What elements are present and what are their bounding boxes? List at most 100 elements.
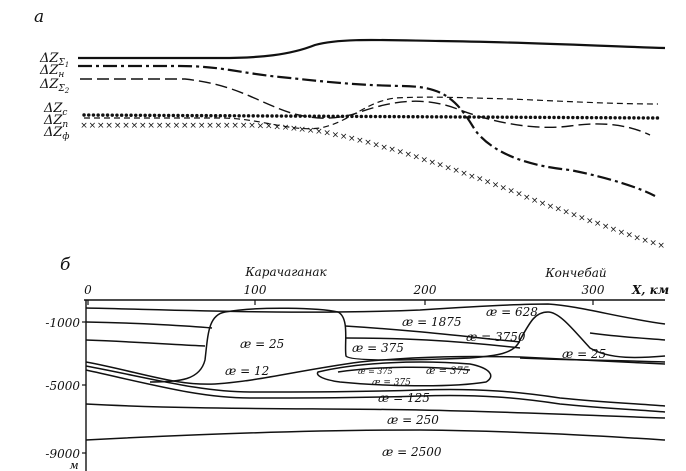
cross-mark: ×	[562, 208, 570, 218]
cross-mark: ×	[405, 150, 413, 160]
cross-mark: ×	[364, 138, 372, 148]
cross-mark: ×	[657, 241, 665, 251]
cross-mark: ×	[265, 122, 273, 132]
x-tick-200: 200	[413, 283, 437, 297]
label-dome-right-25: æ = 25	[562, 347, 606, 361]
cross-mark: ×	[290, 124, 298, 134]
curve-dz-p	[84, 96, 659, 130]
curve-dz-c	[82, 113, 662, 120]
cross-mark: ×	[500, 184, 508, 194]
cross-mark: ×	[388, 145, 396, 155]
cross-mark: ×	[452, 166, 460, 176]
label-3750: æ = 3750	[466, 330, 526, 344]
cross-mark: ×	[555, 205, 563, 215]
cross-mark: ×	[156, 121, 164, 131]
boundary-upper-3	[85, 339, 206, 347]
cross-mark: ×	[105, 121, 113, 131]
x-tick-300: 300	[582, 283, 605, 297]
cross-mark: ×	[413, 153, 421, 163]
cross-mark: ×	[307, 126, 315, 136]
cross-mark: ×	[97, 121, 105, 131]
label-12: æ = 12	[225, 364, 269, 378]
cross-mark: ×	[122, 121, 130, 131]
curve-dz-sigma1	[78, 38, 666, 60]
boundary-250	[85, 403, 666, 419]
dome-left	[149, 307, 666, 383]
left-axis-ticks	[82, 321, 86, 454]
curve-label-dz-n: ΔZн	[39, 63, 64, 80]
x-tick-100: 100	[244, 283, 267, 297]
cross-mark: ×	[468, 172, 476, 182]
label-375-mid: æ = 375	[352, 341, 404, 355]
cross-mark: ×	[89, 121, 97, 131]
panel-a-label: а	[34, 7, 44, 27]
curve-label-dz-sigma1: ΔZΣ1	[39, 51, 69, 69]
cross-mark: ×	[421, 155, 429, 165]
cross-mark: ×	[340, 132, 348, 142]
boundary-upper-2	[85, 321, 213, 329]
cross-mark: ×	[397, 148, 405, 158]
cross-mark: ×	[436, 161, 444, 171]
cross-mark: ×	[626, 231, 634, 241]
cross-mark: ×	[444, 163, 452, 173]
panel-b: б Карачаганак Кончебай 0 100 200 300 X, …	[45, 255, 669, 471]
y-tick-5000: -5000	[45, 379, 80, 393]
label-dome-left-25: æ = 25	[240, 337, 284, 351]
lens-375	[316, 361, 492, 387]
cross-mark: ×	[189, 121, 197, 131]
place-label-karachaganak: Карачаганак	[244, 265, 327, 279]
boundary-3750	[344, 337, 521, 349]
curve-label-dz-sigma2: ΔZΣ2	[39, 77, 70, 95]
boundary-upper-1	[85, 303, 666, 325]
cross-mark: ×	[372, 140, 380, 150]
label-125: æ = 125	[378, 391, 430, 405]
cross-mark: ×	[429, 158, 437, 168]
cross-mark: ×	[618, 228, 626, 238]
cross-mark: ×	[273, 122, 281, 132]
boundary-2500	[85, 429, 666, 441]
cross-mark: ×	[231, 121, 239, 131]
cross-mark: ×	[531, 196, 539, 206]
cross-mark: ×	[198, 121, 206, 131]
cross-mark: ×	[570, 210, 578, 220]
cross-mark: ×	[315, 127, 323, 137]
cross-mark: ×	[507, 187, 515, 197]
curve-label-dz-f: ΔZф	[43, 125, 69, 142]
label-250: æ = 250	[387, 413, 439, 427]
lens-inner	[337, 366, 471, 373]
cross-mark: ×	[460, 169, 468, 179]
place-label-konchebai: Кончебай	[544, 266, 606, 280]
cross-mark: ×	[523, 193, 531, 203]
label-lens-375c: æ = 375	[372, 378, 411, 388]
cross-mark: ×	[539, 199, 547, 209]
cross-mark: ×	[476, 175, 484, 185]
cross-mark: ×	[80, 121, 88, 131]
boundary-1875	[344, 325, 521, 343]
cross-mark: ×	[380, 143, 388, 153]
x-tick-0: 0	[84, 283, 92, 297]
cross-mark: ×	[594, 219, 602, 229]
cross-mark: ×	[633, 233, 641, 243]
curve-dz-sigma2	[80, 78, 651, 136]
cross-mark: ×	[282, 123, 290, 133]
curve-dz-f: ××××××××××××××××××××××××××××××××××××××××…	[80, 121, 665, 251]
curve-label-dz-c: ΔZс	[43, 101, 67, 118]
cross-mark: ×	[649, 239, 657, 249]
cross-mark: ×	[610, 225, 618, 235]
cross-mark: ×	[257, 121, 265, 131]
label-lens-375b: æ = 375	[426, 366, 469, 377]
cross-mark: ×	[223, 121, 231, 131]
y-tick-1000: -1000	[45, 316, 80, 330]
cross-mark: ×	[181, 121, 189, 131]
cross-mark: ×	[578, 213, 586, 223]
cross-mark: ×	[173, 121, 181, 131]
x-axis-label: X, км	[631, 283, 669, 297]
cross-mark: ×	[484, 178, 492, 188]
cross-mark: ×	[547, 202, 555, 212]
label-628: æ = 628	[486, 305, 538, 319]
cross-mark: ×	[492, 181, 500, 191]
cross-mark: ×	[298, 125, 306, 135]
boundary-125-top	[85, 365, 666, 407]
label-2500: æ = 2500	[382, 445, 442, 459]
panel-a: а ΔZΣ1 ΔZн ΔZΣ2 ΔZс ΔZп ΔZф ××××××××××	[34, 7, 666, 251]
